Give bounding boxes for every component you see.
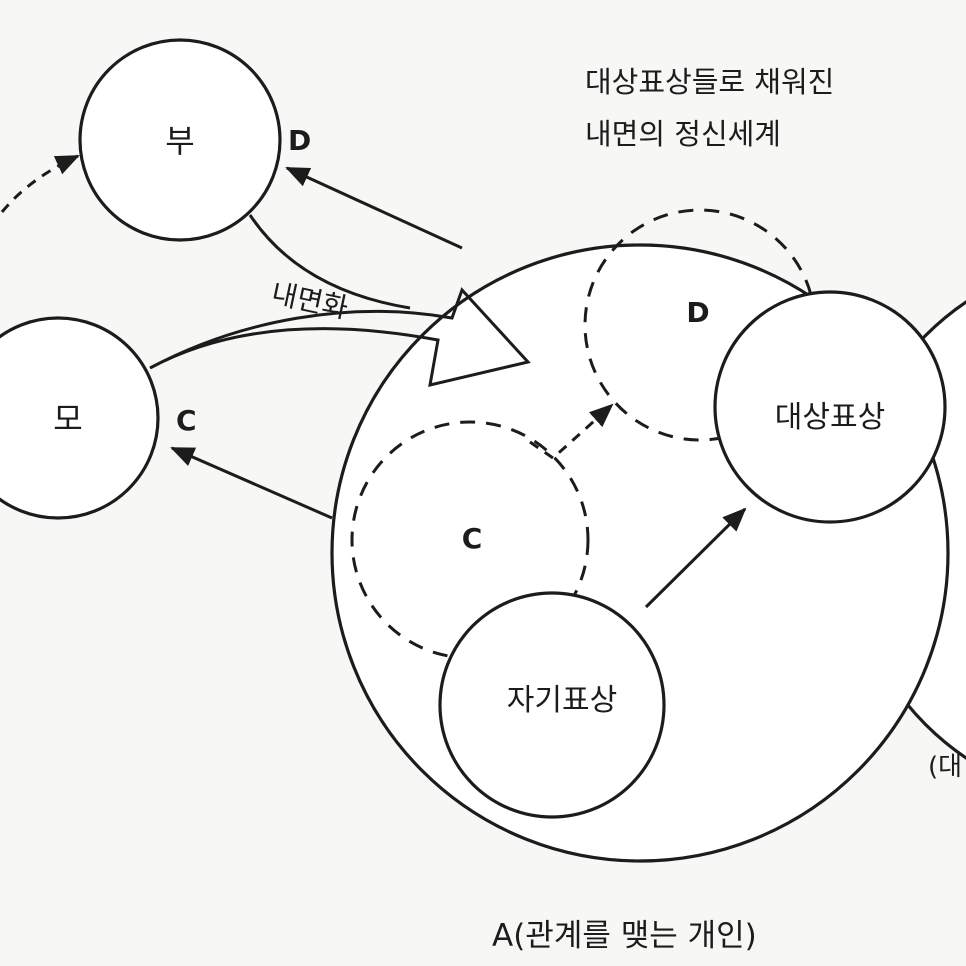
dashed-arrow-mother-to-father xyxy=(0,154,80,213)
heading-line-2: 내면의 정신세계 xyxy=(585,117,781,151)
inner-c-label: C xyxy=(462,522,483,555)
mother-tag: C xyxy=(176,404,197,437)
arrow-self-to-object xyxy=(644,507,747,609)
father-tag: D xyxy=(288,124,311,157)
internalization-arrow xyxy=(149,287,531,387)
individual-a-caption: A(관계를 맺는 개인) xyxy=(492,918,757,954)
inner-d-label: D xyxy=(686,296,709,329)
dashed-arrow-c-to-d xyxy=(529,403,614,460)
arrow-a-to-mother xyxy=(170,446,333,520)
father-curve-line xyxy=(248,214,411,310)
self-representation-label: 자기표상 xyxy=(507,683,617,718)
self-representation-circle xyxy=(438,591,666,819)
heading-line-1: 대상표상들로 채워진 xyxy=(585,65,834,99)
father-label: 부 xyxy=(165,122,194,160)
object-representation-label: 대상표상 xyxy=(775,400,885,435)
mother-label: 모 xyxy=(53,400,82,438)
arrow-a-to-father xyxy=(285,166,463,250)
father-circle xyxy=(78,38,282,242)
object-representation-circle xyxy=(713,290,947,524)
mother-circle xyxy=(0,316,160,520)
other-individual-partial-caption: (대 xyxy=(928,752,962,782)
